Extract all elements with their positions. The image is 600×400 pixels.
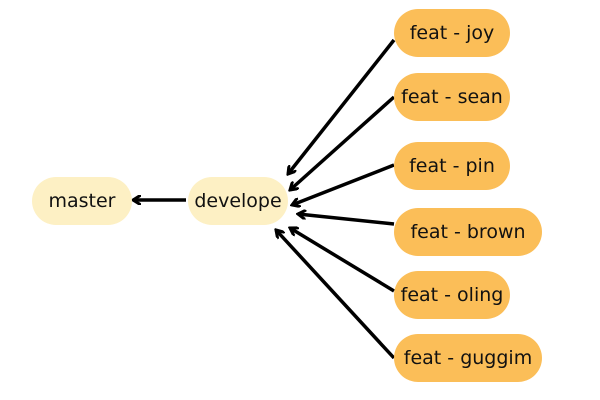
arrow-feat-brown-to-develope xyxy=(298,214,395,226)
node-feat-sean: feat - sean xyxy=(394,73,510,121)
node-feat-oling: feat - oling xyxy=(394,271,510,319)
node-feat-pin: feat - pin xyxy=(394,142,510,190)
node-master: master xyxy=(32,177,132,225)
arrow-feat-pin-to-develope xyxy=(292,163,395,205)
arrow-feat-sean-to-develope xyxy=(290,95,396,190)
arrow-feat-guggim-to-develope xyxy=(276,230,396,360)
node-feat-joy: feat - joy xyxy=(394,9,510,57)
node-feat-guggim: feat - guggim xyxy=(394,334,542,382)
arrow-feat-oling-to-develope xyxy=(290,228,395,293)
arrow-feat-joy-to-develope xyxy=(288,38,396,174)
node-feat-brown: feat - brown xyxy=(394,208,542,256)
node-develope: develope xyxy=(188,177,288,225)
